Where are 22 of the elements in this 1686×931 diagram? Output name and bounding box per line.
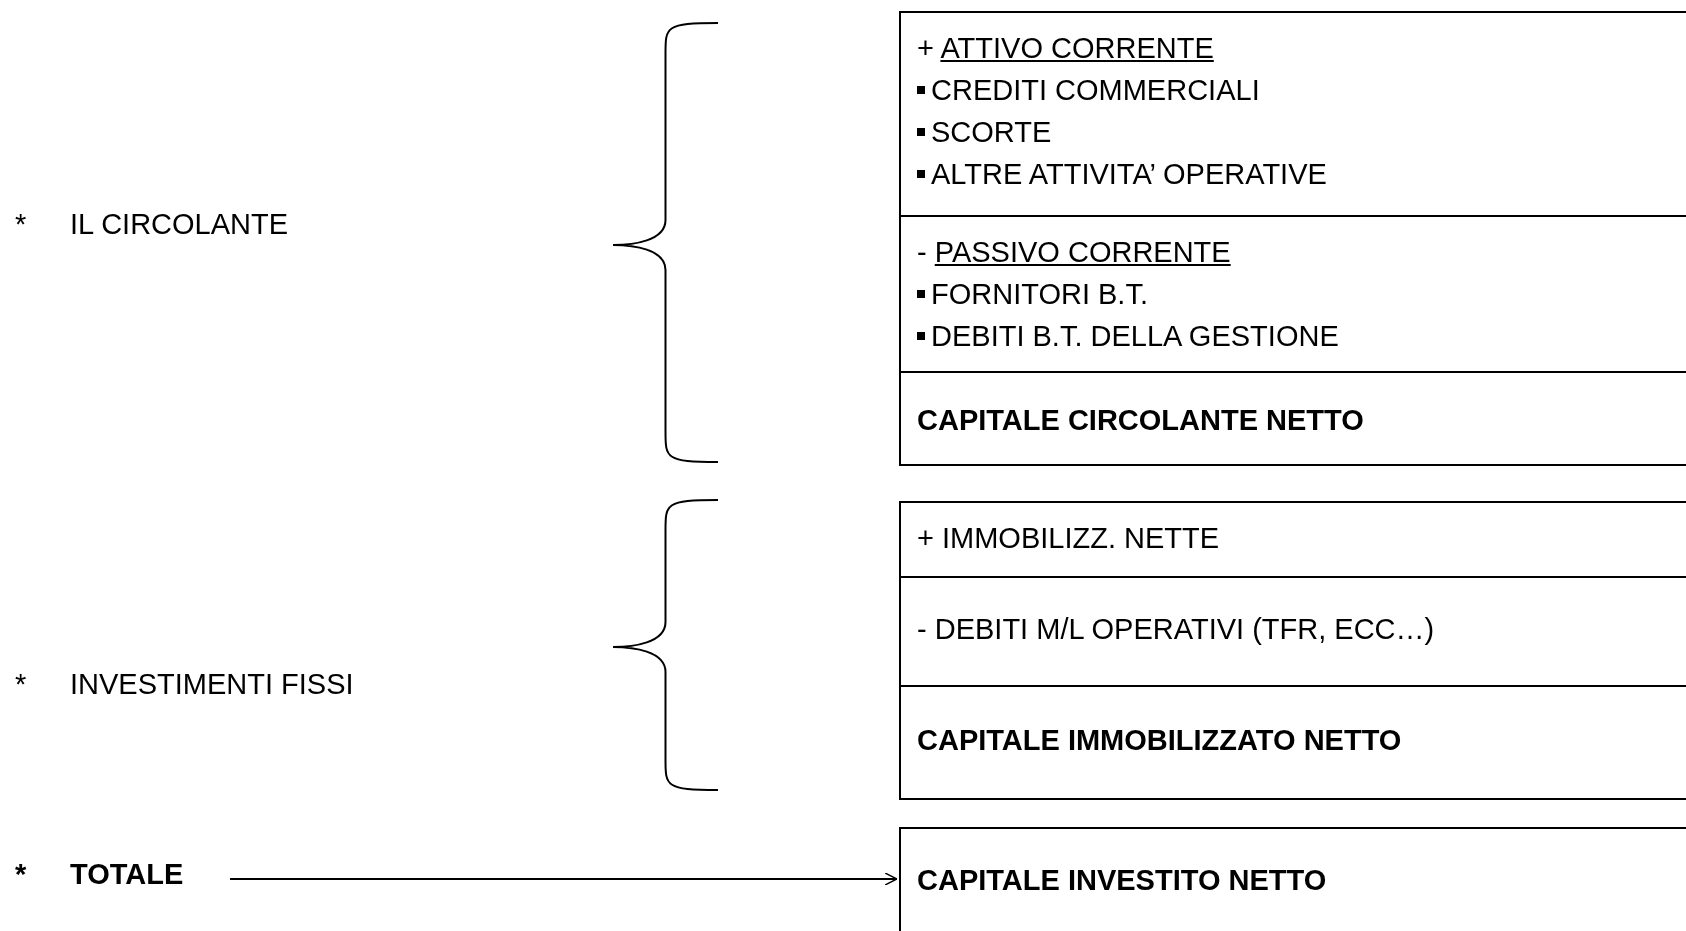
- total-label: CAPITALE CIRCOLANTE NETTO: [917, 403, 1365, 438]
- list-item: CREDITI COMMERCIALI: [917, 69, 1670, 111]
- list-item: ALTRE ATTIVITA’ OPERATIVE: [917, 153, 1670, 195]
- row-label: - DEBITI M/L OPERATIVI (TFR, ECC…): [917, 612, 1436, 647]
- table-box: [899, 827, 1686, 931]
- bullet-symbol: *: [15, 858, 27, 891]
- section-heading: + ATTIVO CORRENTE: [917, 31, 1215, 66]
- bullet-text: TOTALE: [70, 858, 184, 891]
- bullet-symbol: *: [15, 668, 27, 701]
- bullet-text: INVESTIMENTI FISSI: [70, 668, 354, 701]
- bullet-symbol: *: [15, 208, 27, 241]
- list-item: DEBITI B.T. DELLA GESTIONE: [917, 315, 1670, 357]
- total-label: CAPITALE IMMOBILIZZATO NETTO: [917, 723, 1403, 758]
- bullet-text: IL CIRCOLANTE: [70, 208, 289, 241]
- arrow: [229, 872, 898, 886]
- table-box: [899, 501, 1686, 800]
- section-heading: - PASSIVO CORRENTE: [917, 235, 1232, 270]
- total-label: CAPITALE INVESTITO NETTO: [917, 863, 1328, 898]
- table-box: [899, 11, 1686, 466]
- list-item: SCORTE: [917, 111, 1670, 153]
- row-label: + IMMOBILIZZ. NETTE: [917, 521, 1221, 556]
- list-item: FORNITORI B.T.: [917, 273, 1670, 315]
